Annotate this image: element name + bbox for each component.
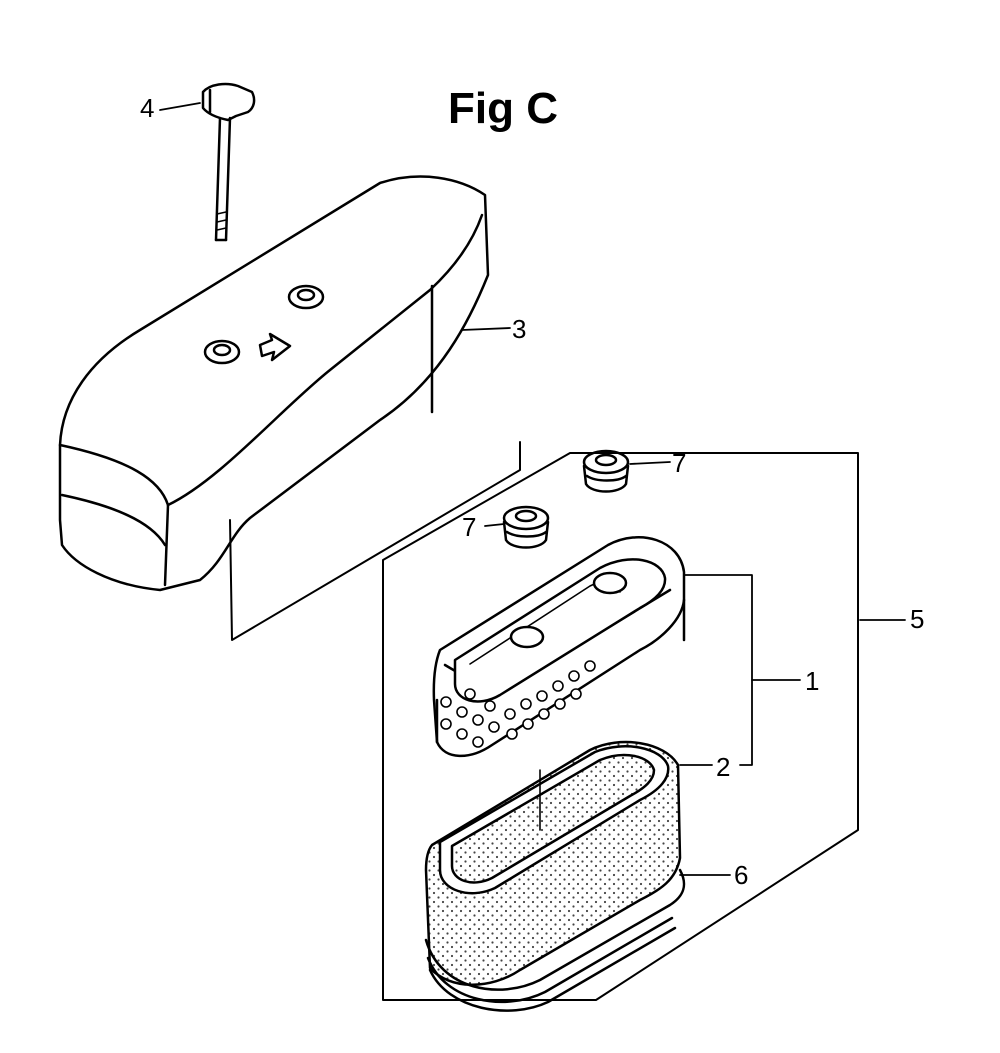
callout-6: 6: [734, 860, 749, 890]
figure-title: Fig C: [448, 84, 558, 133]
callout-5: 5: [910, 604, 925, 634]
wing-bolt-part: [201, 82, 256, 242]
callout-7-upper: 7: [672, 448, 687, 478]
assembly-bracket: [382, 452, 859, 1001]
cover-part: [58, 175, 521, 641]
element-frame-part: [432, 536, 686, 758]
callout-1: 1: [805, 666, 820, 696]
filter-element-part: [424, 740, 682, 986]
callout-7-lower: 7: [462, 512, 477, 542]
grommet-part-upper: [582, 449, 630, 493]
callout-4: 4: [140, 93, 155, 123]
callout-2: 2: [716, 752, 731, 782]
callout-3: 3: [512, 314, 527, 344]
leader-lines: [159, 102, 906, 876]
grommet-part-lower: [502, 505, 550, 549]
